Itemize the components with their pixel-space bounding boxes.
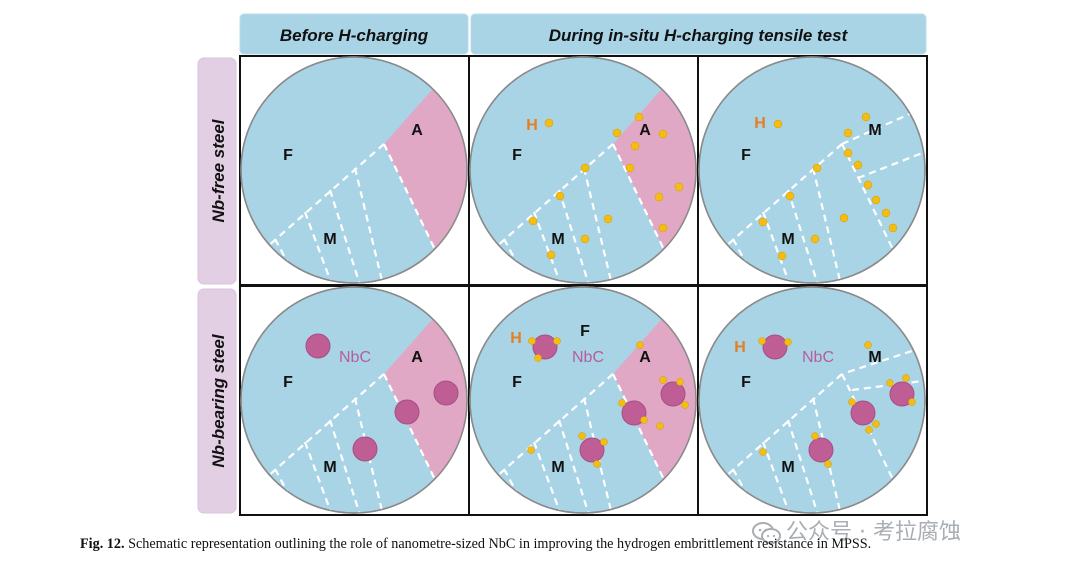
hydrogen-atoms [758,337,916,468]
label-austenite: A [411,122,423,139]
row-header-nb-bearing-text: Nb-bearing steel [209,333,228,467]
label-ferrite: F [741,147,751,164]
austenite-grain [384,60,467,260]
label-hydrogen: H [734,339,746,356]
column-header-before-text: Before H-charging [280,26,429,45]
label-nbc: NbC [802,349,834,366]
panel-nb-free-before: F A M [239,55,470,286]
label-hydrogen: H [526,117,538,134]
label-hydrogen: H [754,115,766,132]
label-ferrite: F [283,147,293,164]
austenite-grain [613,290,696,490]
label-martensite: M [323,231,336,248]
label-ferrite: F [283,374,293,391]
grain-boundaries [478,143,670,283]
label-martensite: M [781,459,794,476]
watermark-text: 公众号 · 考拉腐蚀 [786,520,961,545]
label-austenite: A [639,349,651,366]
nbc-particles [305,333,459,462]
panel-nb-bearing-before: NbC F A M [239,285,470,516]
hydrogen-atoms [527,337,689,468]
wechat-icon [752,522,781,544]
austenite-grain [384,290,467,490]
label-martensite: M [868,349,881,366]
row-header-nb-free: Nb-free steel [197,57,237,285]
panel-nb-free-during-2: F M M H [697,55,928,286]
nbc-particles [532,334,686,463]
column-header-during: During in-situ H-charging tensile test [470,13,927,55]
caption-label: Fig. 12. [80,536,125,552]
austenite-grain [613,60,696,260]
label-nbc: NbC [339,349,371,366]
label-martensite: M [551,231,564,248]
label-martensite: M [868,122,881,139]
label-austenite: A [639,122,651,139]
label-austenite: A [411,349,423,366]
row-header-nb-bearing: Nb-bearing steel [197,288,237,514]
column-header-before: Before H-charging [239,13,469,55]
hydrogen-atoms [528,112,684,260]
schematic-figure: Before H-charging During in-situ H-charg… [197,13,928,516]
label-ferrite: F [580,323,590,340]
label-martensite: M [551,459,564,476]
nbc-particles [762,334,915,463]
label-nbc: NbC [572,349,604,366]
label-ferrite: F [512,374,522,391]
label-ferrite: F [512,147,522,164]
grain-boundaries [249,143,441,283]
hydrogen-atoms [758,112,898,261]
panel-nb-bearing-during-2: H NbC F M M [697,285,928,516]
label-martensite: M [323,459,336,476]
column-header-during-text: During in-situ H-charging tensile test [549,26,849,45]
row-header-nb-free-text: Nb-free steel [209,118,228,222]
caption-text: Schematic representation outlining the r… [128,536,872,552]
label-hydrogen: H [510,330,522,347]
panel-nb-bearing-during-1: H F NbC F A M [468,285,699,516]
figure-caption: Fig. 12. Schematic representation outlin… [80,536,1070,553]
panel-nb-free-during-1: F A M H [468,55,699,286]
label-martensite: M [781,231,794,248]
label-ferrite: F [741,374,751,391]
watermark: 公众号 · 考拉腐蚀 [752,514,961,546]
